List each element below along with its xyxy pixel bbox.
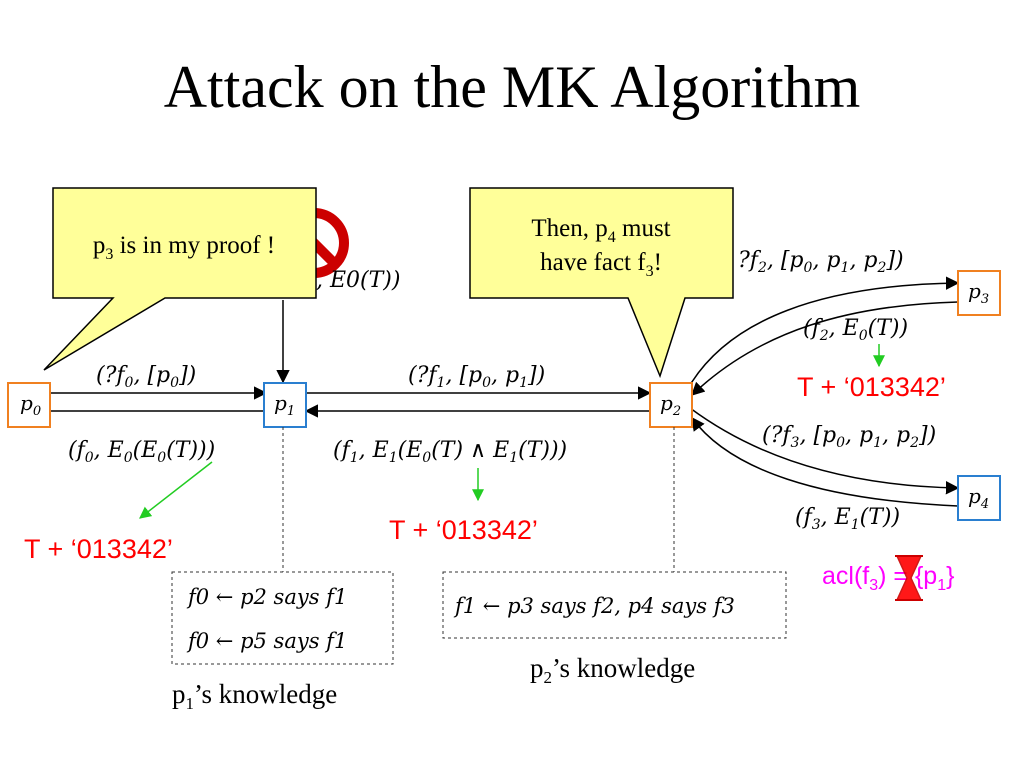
node-p3: p3 [957, 270, 1001, 316]
knowledge-rule-p2: f1 ← p3 says f2, p4 says f3 [453, 594, 735, 618]
callout-right-line2: have fact f3! [540, 249, 662, 280]
knowledge-box-p2: f1 ← p3 says f2, p4 says f3 [442, 571, 787, 639]
edge-label-r3: (f3, E1(T)) [795, 505, 900, 533]
svg-text:p3: p3 [968, 279, 989, 307]
edge-label-q2: ?f2, [p0, p1, p2]) [738, 248, 904, 276]
callout-right: Then, p4 must have fact f3! [469, 187, 734, 379]
svg-text:p0: p0 [20, 391, 41, 419]
edge-label-q0: (?f0, [p0]) [96, 363, 196, 391]
node-p1: p1 [263, 382, 307, 428]
edge-label-q3: (?f3, [p0, p1, p2]) [762, 423, 936, 451]
svg-text:p2: p2 [660, 391, 681, 419]
knowledge-rule-1: f0 ← p2 says f1 [186, 585, 347, 609]
acl-statement: acl(f3) = {p1} [822, 562, 954, 594]
edge-r3 [691, 416, 959, 507]
edge-q3 [689, 407, 960, 495]
svg-text:p1: p1 [274, 391, 295, 419]
edge-r2 [691, 301, 959, 396]
callout-right-line1: Then, p4 must [531, 215, 670, 246]
caption-p2-knowledge: p2’s knowledge [530, 653, 695, 687]
annotation-t-right: T + ‘013342’ [797, 372, 946, 402]
edge-q2 [689, 276, 960, 386]
callout-left-text: p3 is in my proof ! [93, 232, 275, 263]
node-p4: p4 [957, 475, 1001, 521]
node-p2: p2 [649, 382, 693, 428]
annotation-t-left: T + ‘013342’ [24, 534, 173, 564]
caption-p1-knowledge: p1’s knowledge [172, 679, 337, 713]
edge-label-r1: (f1, E1(E0(T) ∧ E1(T))) [333, 438, 567, 466]
edge-label-q1: (?f1, [p0, p1]) [408, 363, 545, 391]
slide-title: Attack on the MK Algorithm [164, 54, 861, 120]
callout-left: p3 is in my proof ! [43, 187, 317, 371]
knowledge-box-p1: f0 ← p2 says f1 f0 ← p5 says f1 [171, 571, 394, 665]
green-arrow-left [139, 461, 213, 519]
edge-label-r0: (f0, E0(E0(T))) [68, 438, 215, 466]
svg-text:p4: p4 [968, 484, 989, 512]
hourglass-icon [895, 555, 923, 601]
annotation-t-mid: T + ‘013342’ [389, 515, 538, 545]
edge-label-behind-bubble: , E0(T)) [316, 268, 400, 293]
edge-label-r2: (f2, E0(T)) [803, 316, 908, 344]
knowledge-rule-2: f0 ← p5 says f1 [186, 629, 347, 653]
node-p0: p0 [7, 382, 51, 428]
